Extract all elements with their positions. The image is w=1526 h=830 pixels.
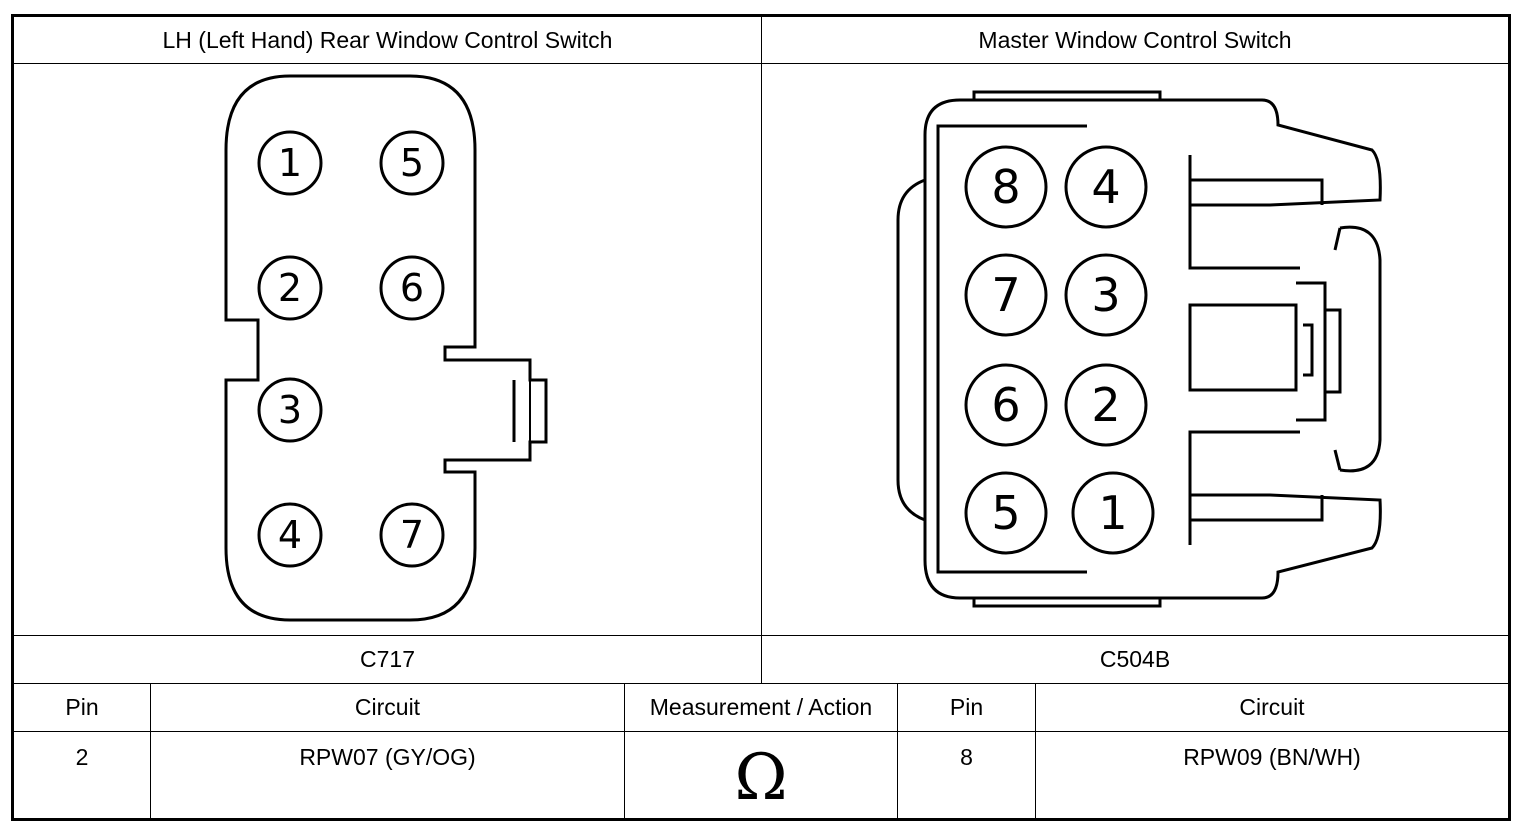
c717-connector-drawing: 1 2 3 4 5 6 7 <box>224 74 548 622</box>
c717-pin-5: 5 <box>400 141 424 185</box>
row-circuit-left: RPW07 (GY/OG) <box>299 744 476 770</box>
left-connector-id: C717 <box>360 646 415 672</box>
c504b-pin-3: 3 <box>1091 268 1120 322</box>
col-divider-1 <box>150 683 151 818</box>
header-measurement: Measurement / Action <box>649 694 873 720</box>
right-panel-title: Master Window Control Switch <box>978 26 1292 53</box>
row-measurement: Ω <box>625 732 897 818</box>
col-divider-2 <box>624 683 625 818</box>
ohm-icon: Ω <box>734 741 788 815</box>
c504b-pin-7: 7 <box>991 268 1020 322</box>
c504b-pin-5: 5 <box>991 486 1020 540</box>
diagram-frame <box>11 14 1511 821</box>
c504b-pin-1: 1 <box>1098 486 1127 540</box>
c504b-pin-6: 6 <box>991 378 1020 432</box>
panel-divider <box>761 17 762 683</box>
c717-pin-3: 3 <box>278 388 302 432</box>
right-connector-id: C504B <box>1099 646 1171 672</box>
table-top-divider <box>14 683 1508 684</box>
row-pin-right: 8 <box>960 744 973 770</box>
c504b-pin-2: 2 <box>1091 378 1120 432</box>
c717-pin-4: 4 <box>278 513 302 557</box>
c504b-pin-4: 4 <box>1091 160 1120 214</box>
header-circuit-right: Circuit <box>1239 694 1305 720</box>
header-pin-left: Pin <box>65 694 99 720</box>
row-circuit-right: RPW09 (BN/WH) <box>1183 744 1361 770</box>
header-pin-right: Pin <box>949 694 984 720</box>
c717-pin-2: 2 <box>278 266 302 310</box>
col-divider-4 <box>1035 683 1036 818</box>
row-pin-left: 2 <box>75 744 89 770</box>
left-panel-title: LH (Left Hand) Rear Window Control Switc… <box>162 26 613 53</box>
table-header-divider <box>14 731 1508 732</box>
c504b-pin-8: 8 <box>991 160 1020 214</box>
c717-pin-7: 7 <box>400 513 424 557</box>
c504b-connector-drawing: 8 4 7 3 6 2 5 1 <box>896 90 1382 608</box>
header-circuit-left: Circuit <box>354 694 421 720</box>
c717-pin-6: 6 <box>400 266 424 310</box>
c717-pin-1: 1 <box>278 141 302 185</box>
col-divider-3 <box>897 683 898 818</box>
